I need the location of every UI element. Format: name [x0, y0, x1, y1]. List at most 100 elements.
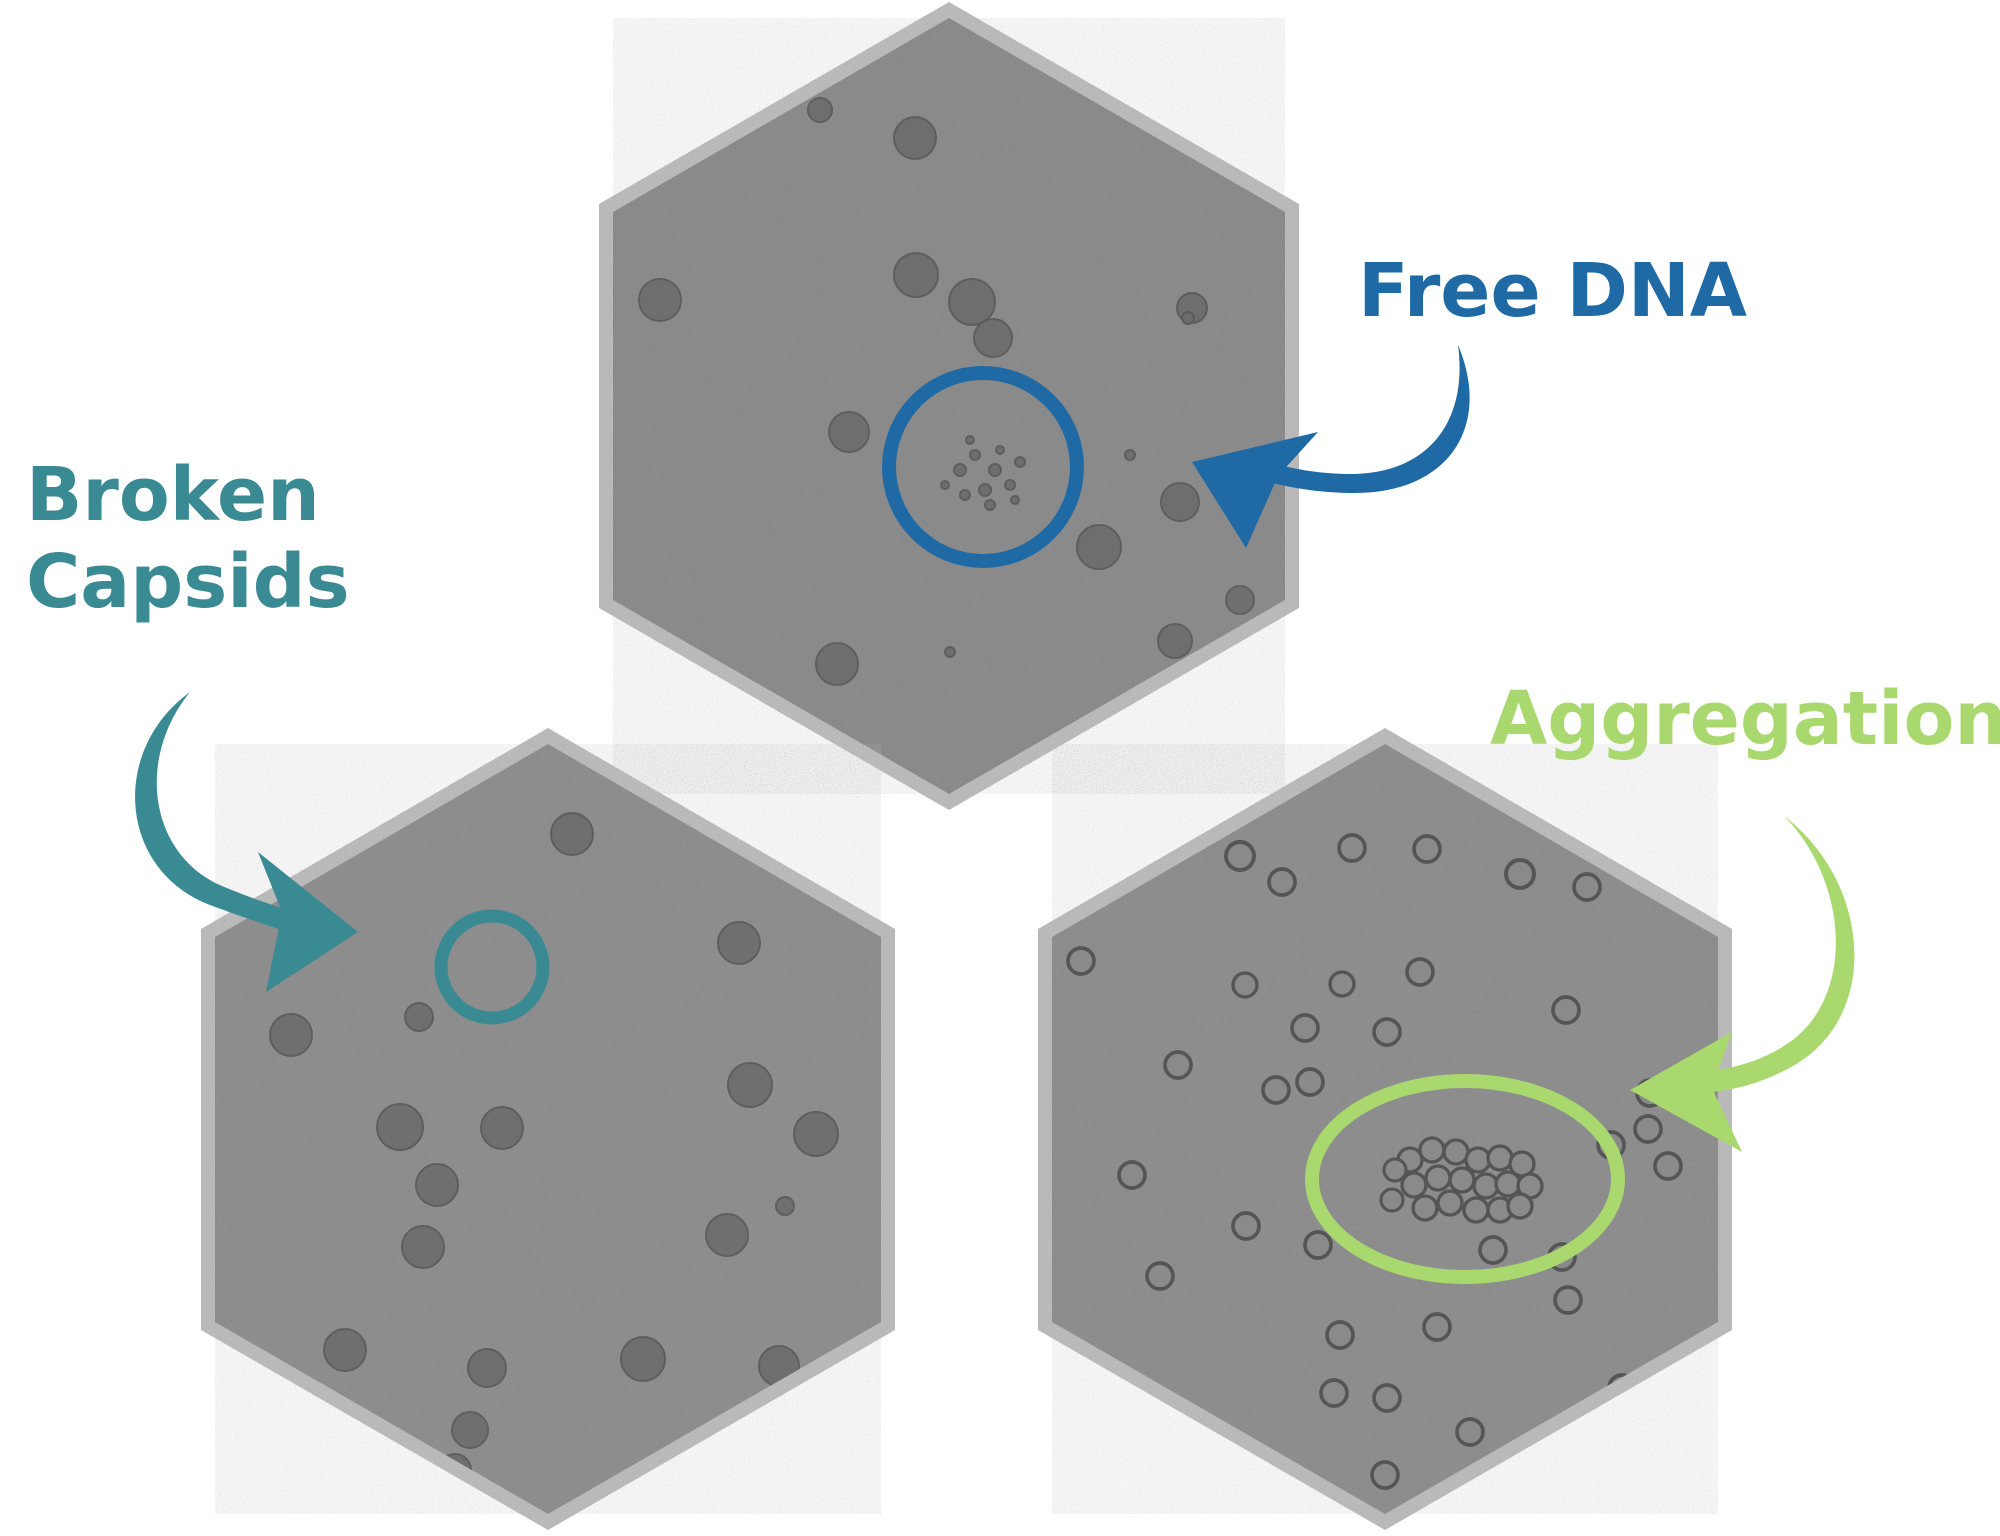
- capsid-particle: [793, 1111, 839, 1157]
- capsid-particle: [467, 1348, 507, 1388]
- capsid-particle: [1382, 1157, 1408, 1183]
- capsid-particle: [959, 489, 971, 501]
- capsid-particle: [1160, 482, 1200, 522]
- capsid-particle: [620, 1336, 666, 1382]
- capsid-particle: [1163, 1050, 1193, 1080]
- hexagon-right: [1038, 728, 1732, 1530]
- capsid-particle: [995, 445, 1005, 455]
- capsid-particle: [1124, 449, 1136, 461]
- capsid-particle: [1325, 1320, 1355, 1350]
- capsid-particle: [1014, 456, 1026, 468]
- hexagon-right-micrograph: [1052, 744, 1718, 1514]
- capsid-particle: [480, 1106, 524, 1150]
- capsid-particle: [893, 116, 937, 160]
- capsid-particle: [1506, 1192, 1534, 1220]
- hexagon-top-micrograph: [613, 18, 1285, 794]
- capsid-particle: [1337, 833, 1367, 863]
- capsid-particle: [705, 1213, 749, 1257]
- aggregation-label: Aggregation: [1490, 676, 2000, 762]
- capsid-particle: [828, 411, 870, 453]
- capsid-particle: [1303, 1230, 1333, 1260]
- capsid-particle: [1633, 1114, 1663, 1144]
- capsid-particle: [1295, 1067, 1325, 1097]
- capsid-particle: [944, 646, 956, 658]
- capsid-particle: [1181, 311, 1195, 325]
- capsid-particle: [1400, 1171, 1428, 1199]
- capsid-particle: [1372, 1383, 1402, 1413]
- capsid-particle: [1225, 585, 1255, 615]
- capsid-particle: [969, 449, 981, 461]
- capsid-particle: [401, 1225, 445, 1269]
- capsid-particle: [965, 435, 975, 445]
- broken-capsids-label-line-1: Broken: [26, 452, 320, 538]
- capsid-particle: [1076, 524, 1122, 570]
- capsid-particle: [376, 1103, 424, 1151]
- capsid-particle: [404, 1002, 434, 1032]
- capsid-particle: [1422, 1312, 1452, 1342]
- broken-capsids-arrow-icon: [135, 692, 358, 992]
- capsid-particle: [1010, 495, 1020, 505]
- aggregation-highlight-ellipse: [1305, 1074, 1625, 1284]
- free-dna-highlight-circle: [882, 366, 1084, 568]
- capsid-particle: [1553, 1285, 1583, 1315]
- capsid-particle: [1405, 957, 1435, 987]
- capsid-particle: [1448, 1166, 1476, 1194]
- capsid-particle: [893, 252, 939, 298]
- capsid-particle: [948, 278, 996, 326]
- capsid-particle: [1145, 1261, 1175, 1291]
- capsid-particle: [1370, 1460, 1400, 1490]
- capsid-particle: [1379, 1187, 1405, 1213]
- capsid-particle: [727, 1062, 773, 1108]
- capsid-particle: [269, 1013, 313, 1057]
- capsid-particle: [1412, 834, 1442, 864]
- capsid-particle: [1157, 623, 1193, 659]
- free-dna-label: Free DNA: [1358, 248, 1748, 334]
- capsid-particle: [1494, 1170, 1522, 1198]
- capsid-particle: [1117, 1160, 1147, 1190]
- particles-top: [638, 97, 1255, 686]
- aggregation-arrow-icon: [1630, 816, 1855, 1152]
- capsid-particle: [988, 463, 1002, 477]
- free-dna-arrow-icon: [1192, 345, 1470, 548]
- capsid-particle: [984, 499, 996, 511]
- capsid-particle: [1411, 1194, 1439, 1222]
- broken-capsids-highlight-circle: [434, 909, 550, 1025]
- capsid-particle: [1418, 1136, 1446, 1164]
- hexagon-top: [599, 2, 1299, 810]
- broken-capsids-label: Broken Capsids: [26, 452, 350, 627]
- capsid-particle: [807, 97, 833, 123]
- capsid-particle: [1504, 858, 1536, 890]
- capsid-particle: [1231, 971, 1259, 999]
- capsid-particle: [1572, 872, 1602, 902]
- capsid-particle: [1551, 995, 1581, 1025]
- capsid-particle: [1486, 1144, 1514, 1172]
- capsid-particle: [415, 1163, 459, 1207]
- broken-capsids-label-line-2: Capsids: [26, 539, 350, 626]
- capsid-particle: [1653, 1151, 1683, 1181]
- capsid-particle: [1290, 1013, 1320, 1043]
- capsid-particle: [1372, 1017, 1402, 1047]
- capsid-particle: [1436, 1189, 1464, 1217]
- capsid-particle: [940, 480, 950, 490]
- capsid-particle: [717, 921, 761, 965]
- capsid-particle: [775, 1196, 795, 1216]
- capsid-particle: [953, 463, 967, 477]
- capsid-particle: [1004, 479, 1016, 491]
- capsid-particle: [1424, 1164, 1452, 1192]
- capsid-particle: [1267, 867, 1297, 897]
- capsid-particle: [1455, 1417, 1485, 1447]
- capsid-particle: [1319, 1378, 1349, 1408]
- capsid-particle: [1261, 1075, 1291, 1105]
- capsid-particle: [815, 642, 859, 686]
- hexagon-left-micrograph: [215, 744, 881, 1514]
- capsid-particle: [1066, 946, 1096, 976]
- capsid-particle: [451, 1411, 489, 1449]
- hexagon-left: [201, 728, 895, 1530]
- capsid-particle: [1462, 1196, 1490, 1224]
- capsid-particle: [1464, 1146, 1492, 1174]
- capsid-particle: [973, 318, 1013, 358]
- capsid-particle: [638, 278, 682, 322]
- capsid-particle: [1328, 970, 1356, 998]
